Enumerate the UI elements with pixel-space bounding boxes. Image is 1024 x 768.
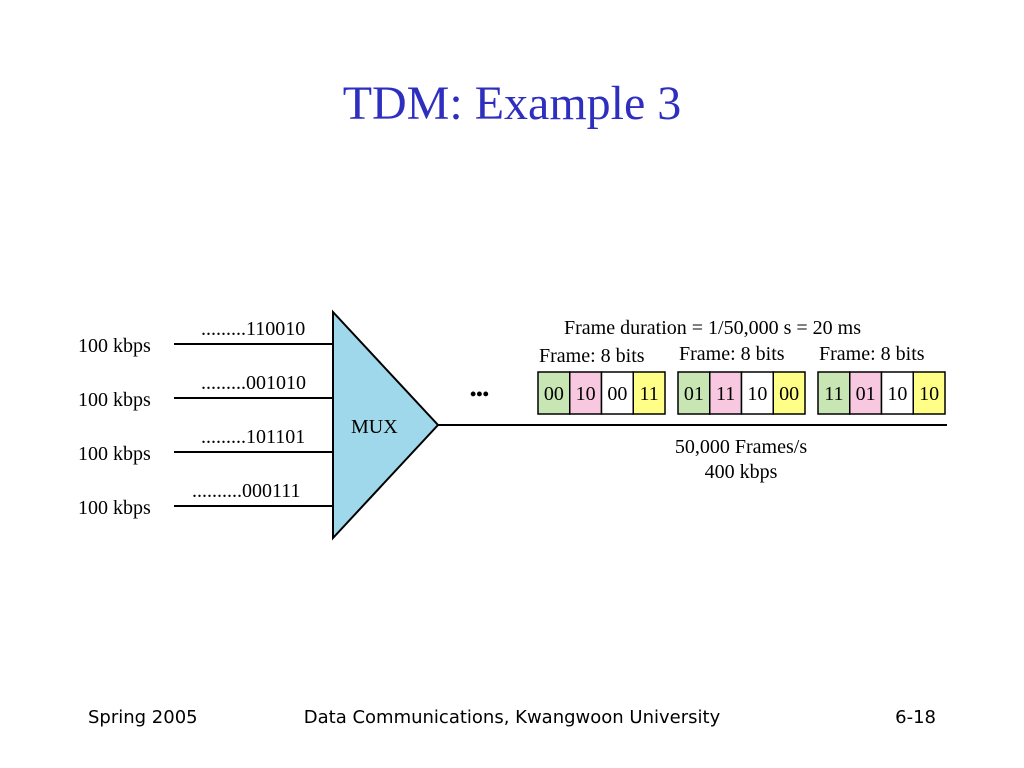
input-bits-1: .........110010 [201,318,305,340]
frame-3-slot-4-value: 10 [919,383,939,405]
frame-1-slot-2-value: 10 [576,383,596,405]
frame-2-slot-1-box [677,371,711,415]
frame-label-3: Frame: 8 bits [819,343,925,365]
output-rate-bits: 400 kbps [705,461,778,483]
slide-title: TDM: Example 3 [342,77,682,130]
frame-1-slot-4-box [632,371,666,415]
input-bits-3: .........101101 [201,426,305,448]
frame-label-2: Frame: 8 bits [679,343,785,365]
frame-3-slot-3-box [880,371,914,415]
footer-page-number: 6-18 [895,707,936,728]
frame-1-slot-3-value: 00 [607,383,627,405]
frame-1-slot-4-value: 11 [639,383,658,405]
mux-triangle [332,309,440,541]
frame-2-slot-3-value: 10 [747,383,767,405]
frame-3-slot-2-value: 01 [856,383,876,405]
frame-label-1: Frame: 8 bits [539,345,645,367]
ellipsis-mark: ••• [470,384,489,404]
frame-1-slot-1-value: 00 [544,383,564,405]
input-rate-3: 100 kbps [78,443,151,465]
frame-1-slot-3-box [600,371,634,415]
footer-course: Data Communications, Kwangwoon Universit… [303,707,721,728]
input-bits-4: ..........000111 [192,480,301,502]
frame-1-slot-2-box [569,371,603,415]
input-bits-2: .........001010 [201,372,306,394]
frame-3-slot-4-box [912,371,946,415]
frame-slots: 00 10 00 11 01 11 10 00 11 01 10 10 [537,371,946,415]
frame-2-slot-2-value: 11 [716,383,735,405]
frame-2-slot-2-box [709,371,743,415]
frame-3-slot-2-box [849,371,883,415]
frame-2-slot-4-value: 00 [779,383,799,405]
output-rate-frames: 50,000 Frames/s [675,436,807,458]
frame-2-slot-3-box [740,371,774,415]
input-rate-4: 100 kbps [78,497,151,519]
frame-3-slot-3-value: 10 [887,383,907,405]
frame-duration-label: Frame duration = 1/50,000 s = 20 ms [564,317,861,339]
frame-2-slot-4-box [772,371,806,415]
frame-3-slot-1-value: 11 [824,383,843,405]
frame-2-slot-1-value: 01 [684,383,704,405]
mux-label: MUX [351,416,398,438]
footer-term: Spring 2005 [88,707,198,728]
input-rate-2: 100 kbps [78,389,151,411]
frame-3-slot-1-box [817,371,851,415]
input-rate-1: 100 kbps [78,335,151,357]
